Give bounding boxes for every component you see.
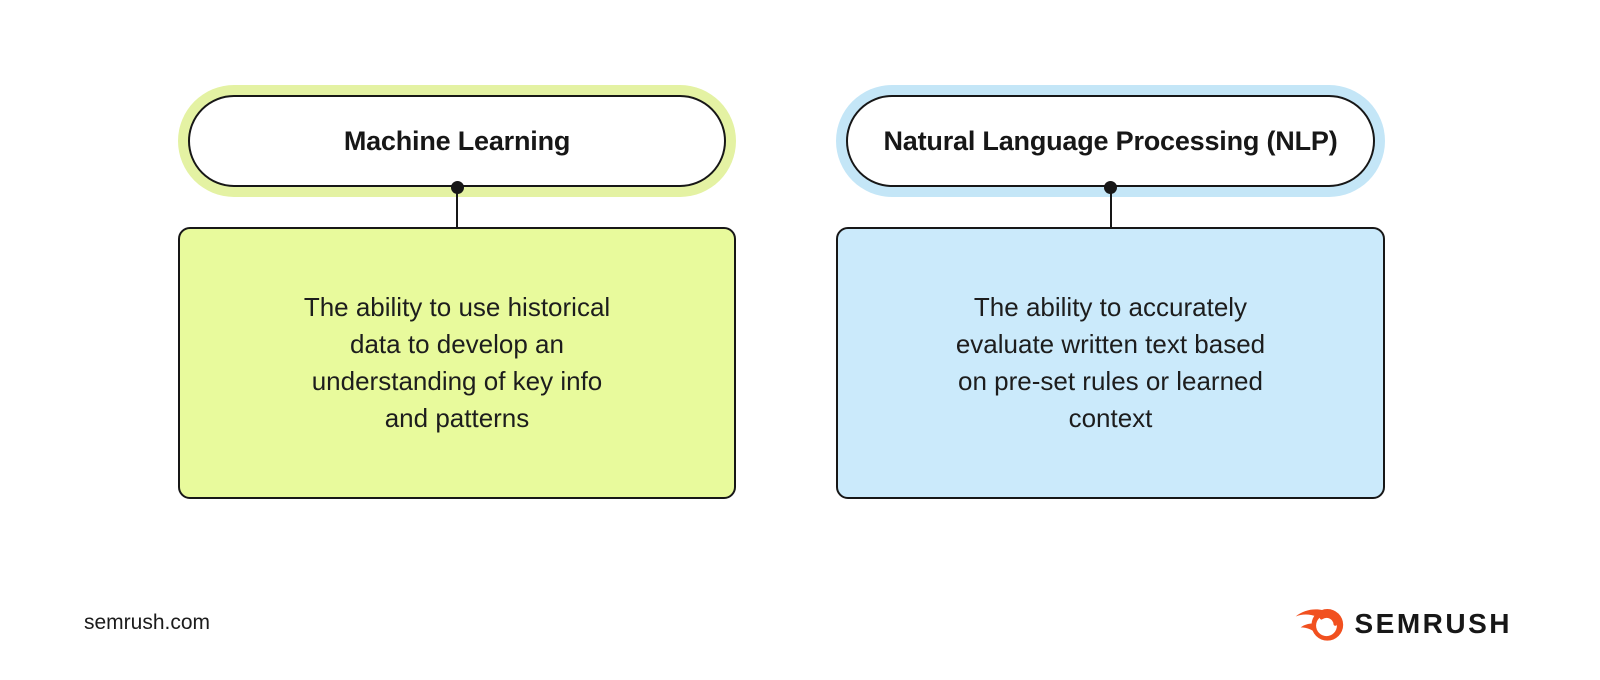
definition-text: The ability to accurately evaluate writt…	[955, 292, 1266, 433]
definition-text: The ability to use historical data to de…	[303, 292, 611, 433]
concept-title: Natural Language Processing (NLP)	[883, 125, 1338, 156]
concept-column: Natural Language Processing (NLP) The ab…	[836, 85, 1385, 499]
semrush-wordmark: SEMRUSH	[1354, 608, 1512, 639]
connector-dot	[450, 181, 464, 194]
definition-box: The ability to accurately evaluate writt…	[836, 227, 1385, 499]
connector	[178, 181, 736, 229]
semrush-logo: SEMRUSH	[1294, 602, 1512, 646]
connector	[836, 181, 1385, 229]
connector-line	[456, 187, 458, 229]
concept-title: Machine Learning	[343, 125, 571, 156]
concept-pill-inner: Machine Learning	[188, 95, 726, 187]
footer-domain: semrush.com	[84, 611, 211, 634]
concept-pill: Machine Learning	[178, 85, 736, 197]
concept-column: Machine Learning The ability to use hist…	[178, 85, 736, 499]
definition-box: The ability to use historical data to de…	[178, 227, 736, 499]
connector-line	[1109, 187, 1112, 229]
semrush-flame-icon	[1294, 604, 1344, 644]
connector-dot	[1104, 181, 1117, 194]
concept-pill-inner: Natural Language Processing (NLP)	[846, 95, 1375, 187]
